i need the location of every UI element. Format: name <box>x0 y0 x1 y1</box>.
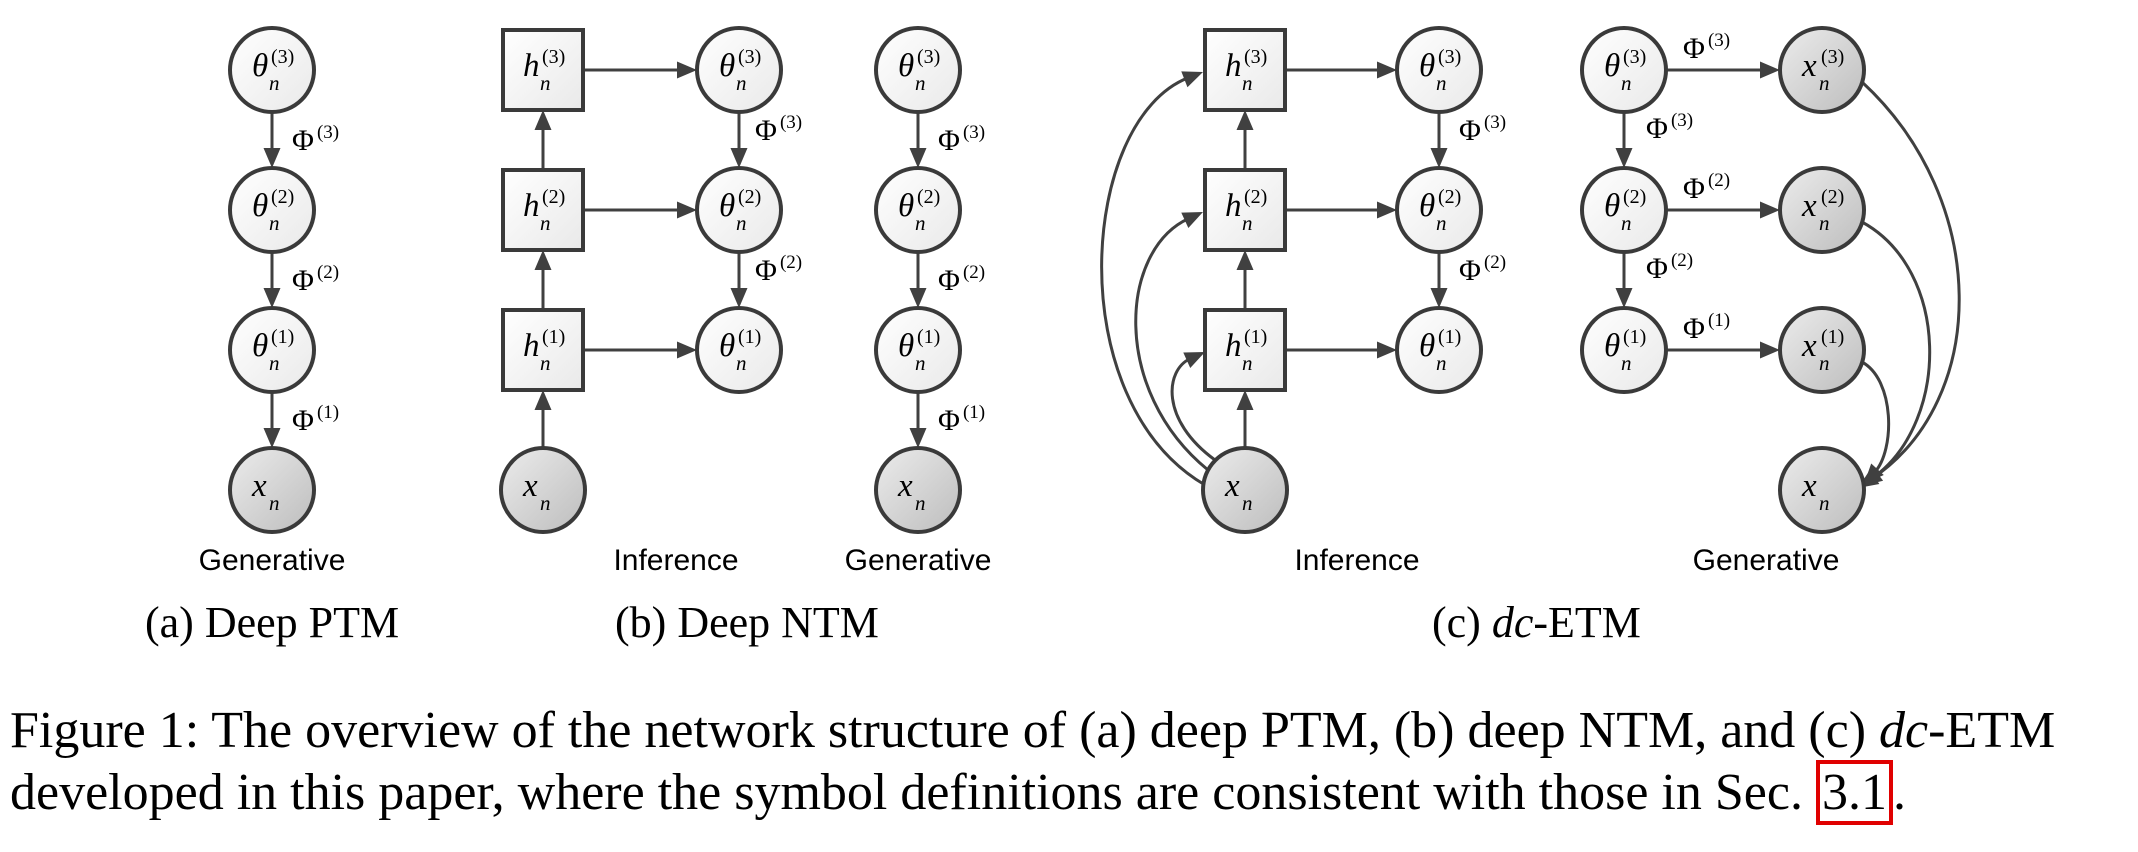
edge-c-h-theta-3 <box>1285 61 1397 79</box>
theta-node-a-3: θ(3)n <box>228 26 316 114</box>
phi-label-a-2: Φ(2) <box>292 262 339 297</box>
theta-node-b-inf-2: θ(2)n <box>695 166 783 254</box>
edge-c-h-theta-1 <box>1285 341 1397 359</box>
edge-c-skip-h3 <box>1100 71 1206 487</box>
edge-c-h2-h3 <box>1236 110 1254 170</box>
edge-b-h1-h2 <box>534 250 552 310</box>
caption-prefix: Figure 1: The overview of the network st… <box>10 702 1880 759</box>
h-node-c-1: h(1)n <box>1203 308 1287 392</box>
section-reference-link[interactable]: 3.1 <box>1815 760 1893 825</box>
edge-c-inf-theta-2 <box>1430 252 1448 308</box>
theta-node-b-inf-3: θ(3)n <box>695 26 783 114</box>
edge-c-x2-x <box>1861 220 1932 486</box>
phi-label-c-gen-down-3: Φ(3) <box>1646 110 1693 145</box>
edge-c-x-h1 <box>1236 390 1254 448</box>
panel-caption-a: (a) Deep PTM <box>145 598 399 647</box>
theta-node-c-gen-3: θ(3)n <box>1580 26 1668 114</box>
edge-a-gen-3 <box>263 392 281 448</box>
edge-c-gen-theta-x-2 <box>1666 201 1780 219</box>
edge-c-gen-theta-3 <box>1615 112 1633 168</box>
phi-label-c-gen-right-3: Φ(3) <box>1683 30 1730 65</box>
panel-caption-b: (b) Deep NTM <box>615 598 879 647</box>
phi-label-c-gen-right-1: Φ(1) <box>1683 310 1730 345</box>
edge-c-x1-x <box>1861 360 1891 484</box>
section-label-generative-a: Generative <box>199 544 346 577</box>
phi-label-b-gen-1: Φ(1) <box>938 402 985 437</box>
theta-node-b-gen-1: θ(1)n <box>874 306 962 394</box>
edge-c-skip-h2 <box>1134 212 1209 472</box>
phi-label-a-1: Φ(1) <box>292 402 339 437</box>
edge-b-inf-theta-3 <box>730 112 748 168</box>
phi-label-b-inf-3: Φ(3) <box>755 112 802 147</box>
section-label-inference-b: Inference <box>613 544 738 577</box>
theta-node-c-inf-2: θ(2)n <box>1395 166 1483 254</box>
edge-b-gen-3 <box>909 392 927 448</box>
edge-b-gen-2 <box>909 252 927 308</box>
edge-c-inf-theta-3 <box>1430 112 1448 168</box>
theta-node-a-1: θ(1)n <box>228 306 316 394</box>
h-node-b-1: h(1)n <box>501 308 585 392</box>
theta-node-c-gen-1: θ(1)n <box>1580 306 1668 394</box>
section-label-generative-b: Generative <box>845 544 992 577</box>
edge-c-skip-h1 <box>1170 352 1216 462</box>
theta-node-b-gen-2: θ(2)n <box>874 166 962 254</box>
edge-b-inf-theta-2 <box>730 252 748 308</box>
x-node-c-gen-3: x(3)n <box>1778 26 1866 114</box>
theta-node-c-inf-1: θ(1)n <box>1395 306 1483 394</box>
h-node-b-2: h(2)n <box>501 168 585 252</box>
edge-c-h1-h2 <box>1236 250 1254 310</box>
theta-node-a-2: θ(2)n <box>228 166 316 254</box>
x-node-c-gen-1: x(1)n <box>1778 306 1866 394</box>
section-label-generative-c: Generative <box>1693 544 1840 577</box>
edge-b-gen-1 <box>909 112 927 168</box>
phi-label-b-gen-3: Φ(3) <box>938 122 985 157</box>
edge-b-h-theta-3 <box>583 61 697 79</box>
panel-caption-c: (c) dc-ETM <box>1432 598 1641 647</box>
h-node-c-2: h(2)n <box>1203 168 1287 252</box>
edge-c-gen-theta-2 <box>1615 252 1633 308</box>
section-label-inference-c: Inference <box>1294 544 1419 577</box>
edge-b-h-theta-1 <box>583 341 697 359</box>
figure-caption: Figure 1: The overview of the network st… <box>10 700 2135 825</box>
edge-a-gen-1 <box>263 112 281 168</box>
phi-label-b-inf-2: Φ(2) <box>755 252 802 287</box>
phi-label-c-inf-2: Φ(2) <box>1459 252 1506 287</box>
theta-node-b-gen-3: θ(3)n <box>874 26 962 114</box>
edge-b-x-h1 <box>534 390 552 448</box>
caption-middle: -ETM developed in this paper, where the … <box>10 702 2056 821</box>
theta-node-c-inf-3: θ(3)n <box>1395 26 1483 114</box>
edges-layer <box>263 61 1961 488</box>
phi-label-c-inf-3: Φ(3) <box>1459 112 1506 147</box>
caption-suffix: . <box>1892 764 1906 821</box>
edge-c-h-theta-2 <box>1285 201 1397 219</box>
caption-italic-dc: dc <box>1879 702 1929 759</box>
edge-b-h2-h3 <box>534 110 552 170</box>
h-node-c-3: h(3)n <box>1203 28 1287 112</box>
x-node-c-gen-2: x(2)n <box>1778 166 1866 254</box>
theta-node-b-inf-1: θ(1)n <box>695 306 783 394</box>
edge-a-gen-2 <box>263 252 281 308</box>
phi-label-c-gen-down-2: Φ(2) <box>1646 250 1693 285</box>
edge-c-x3-x <box>1858 80 1961 488</box>
phi-label-b-gen-2: Φ(2) <box>938 262 985 297</box>
edge-b-h-theta-2 <box>583 201 697 219</box>
phi-label-a-3: Φ(3) <box>292 122 339 157</box>
phi-label-c-gen-right-2: Φ(2) <box>1683 170 1730 205</box>
theta-node-c-gen-2: θ(2)n <box>1580 166 1668 254</box>
edge-c-gen-theta-x-1 <box>1666 341 1780 359</box>
edge-c-gen-theta-x-3 <box>1666 61 1780 79</box>
h-node-b-3: h(3)n <box>501 28 585 112</box>
